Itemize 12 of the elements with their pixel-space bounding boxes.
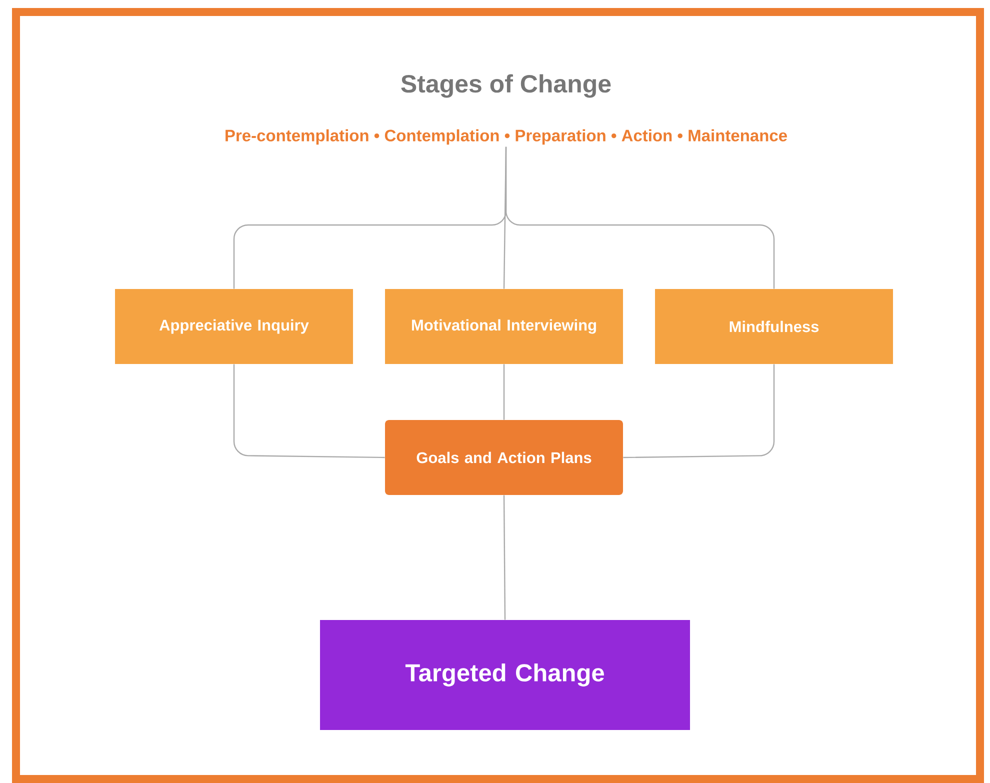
connector-line	[503, 495, 506, 620]
title: Stages of Change	[401, 74, 611, 98]
outcome-box: Targeted Change	[320, 620, 690, 730]
connector-line	[505, 146, 775, 289]
connector-line	[623, 364, 775, 458]
connector-line	[233, 364, 385, 458]
method-box: Mindfulness	[655, 289, 893, 364]
method-box: Motivational Interviewing	[385, 289, 623, 364]
stages-text: Pre-contemplation • Contemplation • Preparation • Action • Maintenance	[226, 129, 787, 145]
goals-box: Goals and Action Plans	[385, 420, 623, 495]
connector-line	[503, 364, 505, 420]
method-box: Appreciative Inquiry	[115, 289, 353, 364]
